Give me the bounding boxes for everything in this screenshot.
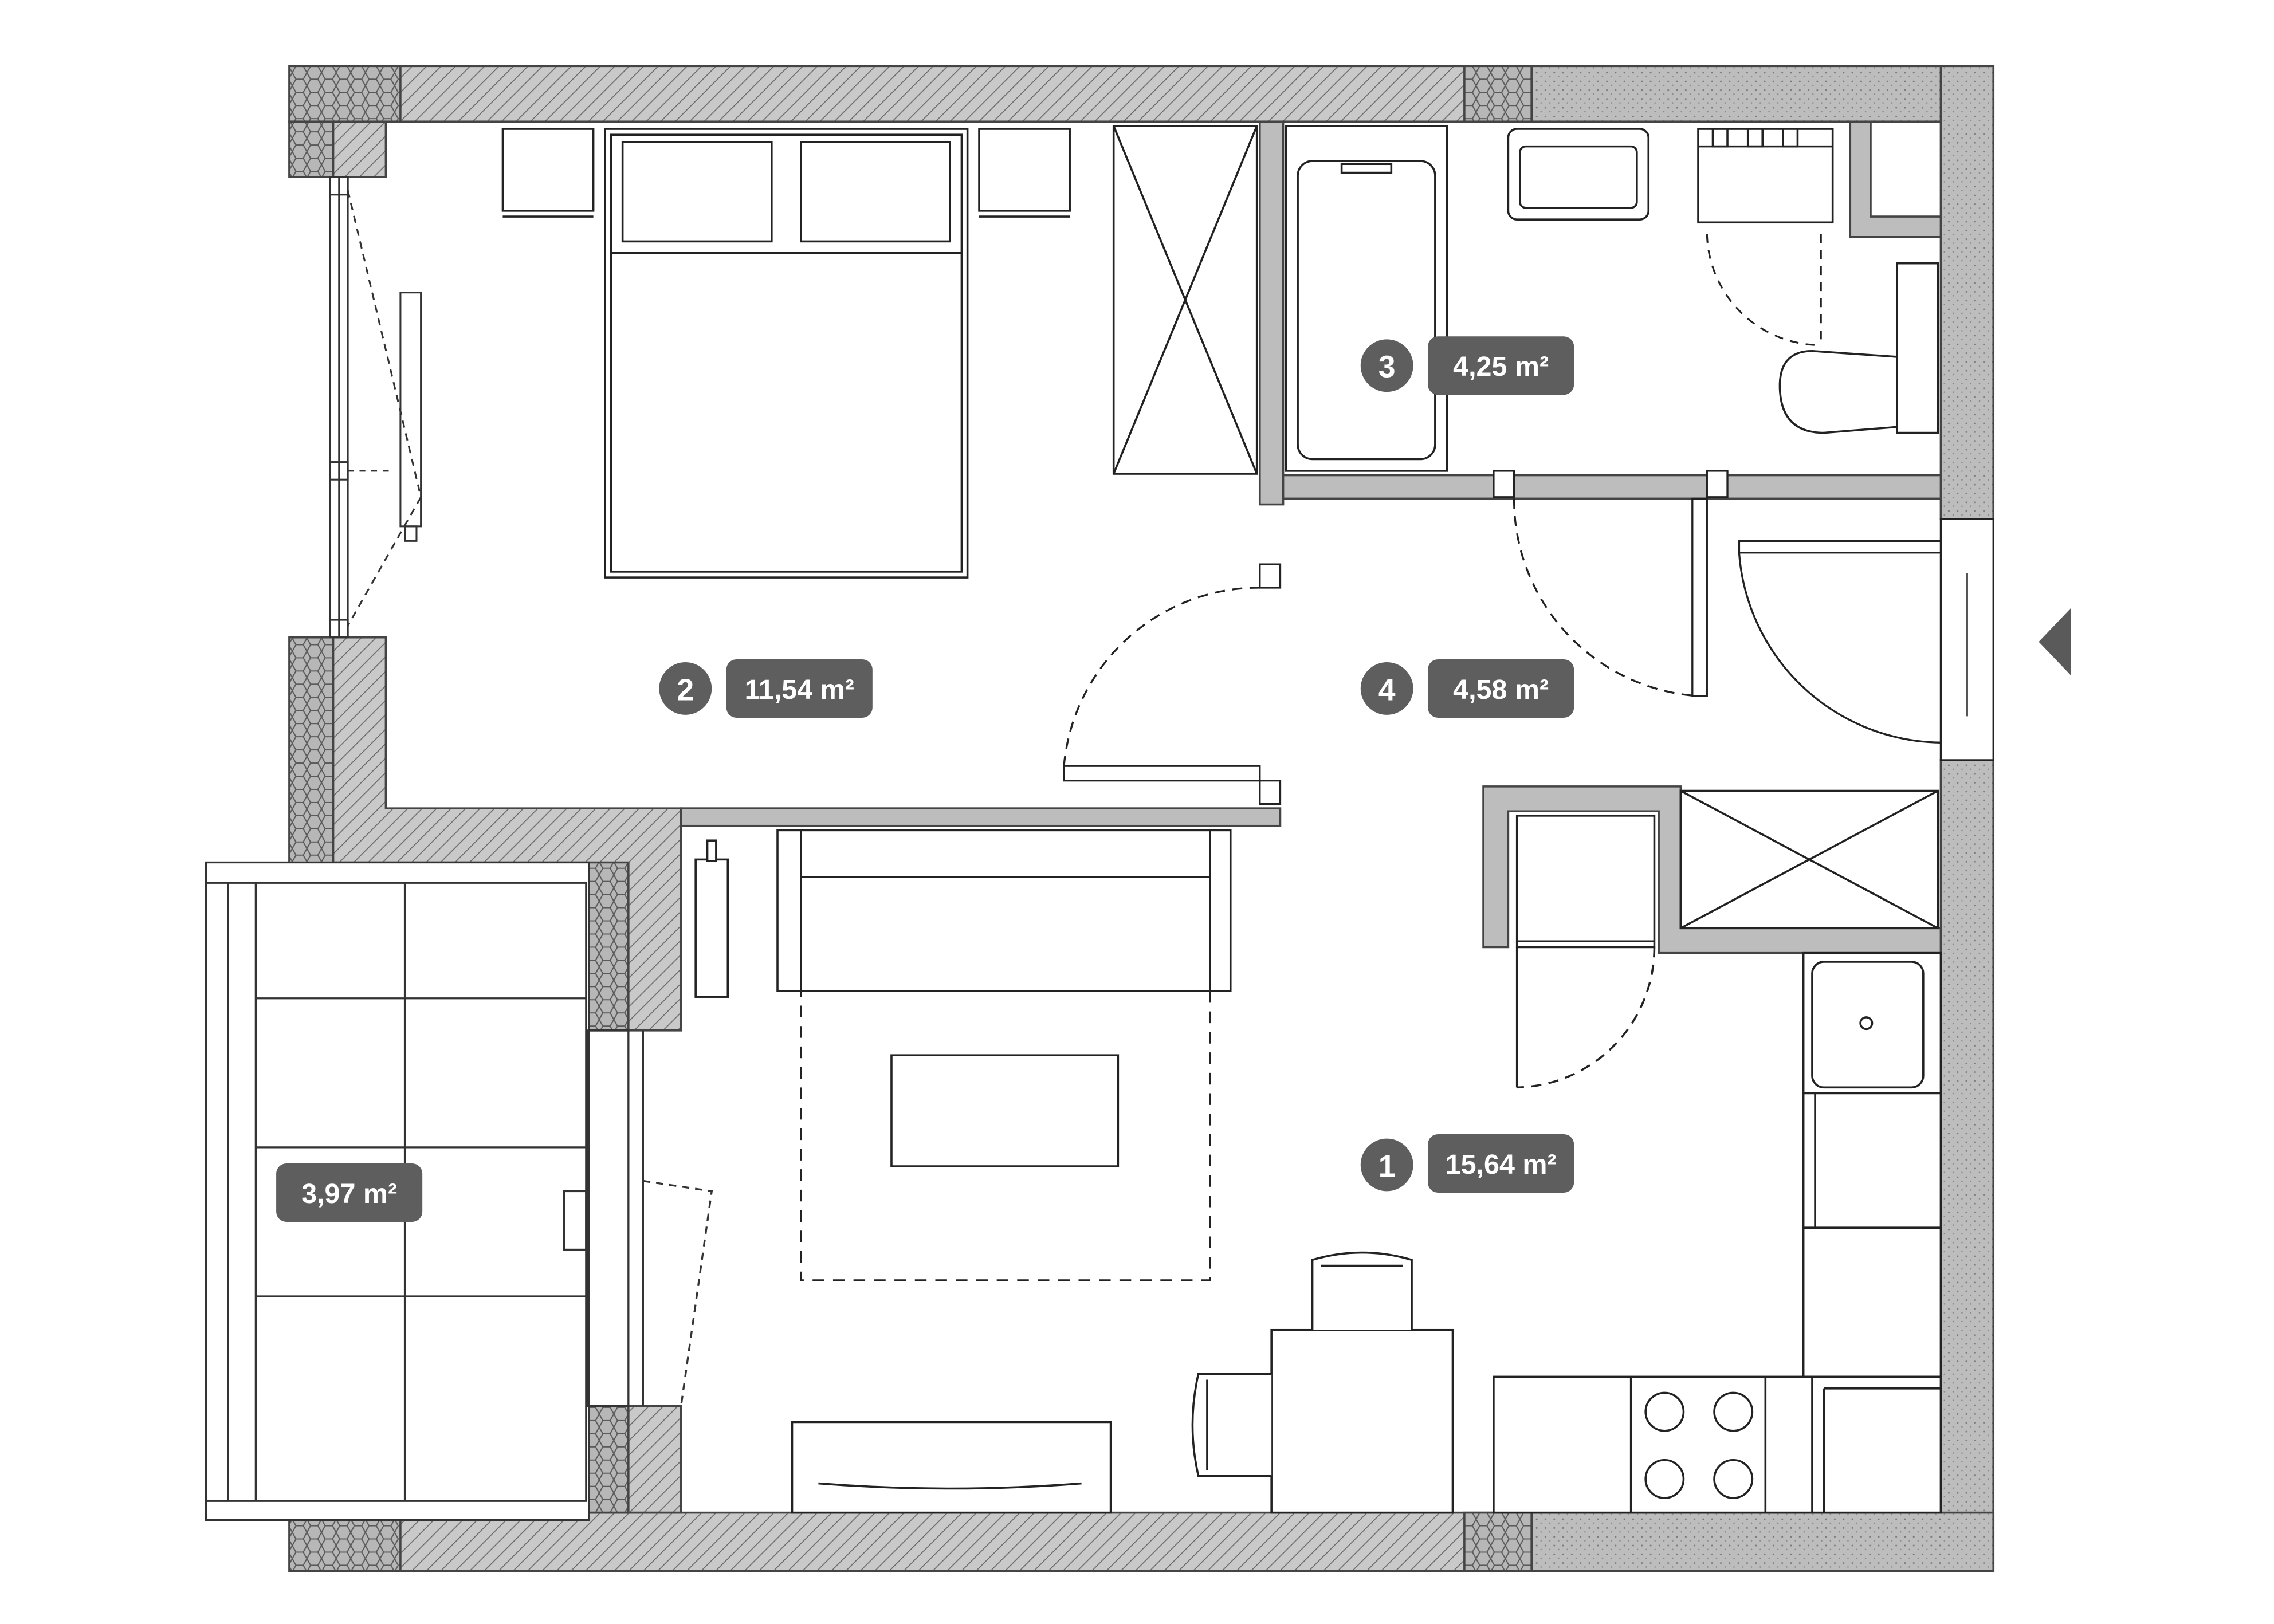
entrance-arrow-icon (2039, 608, 2071, 676)
room-area: 15,64 m² (1446, 1149, 1557, 1180)
entrance-door (1738, 518, 2071, 761)
room-number: 3 (1378, 351, 1396, 384)
bedroom-furniture (501, 125, 1258, 579)
balcony-area: 3,97 m² (301, 1178, 397, 1209)
hall-wardrobe (1515, 789, 1939, 1089)
room-label-1: 1 15,64 m² (1360, 1134, 1574, 1193)
room-label-2: 2 11,54 m² (659, 659, 873, 718)
living-furniture (694, 829, 1232, 1514)
balcony-label: 3,97 m² (276, 1163, 423, 1222)
kitchen-units (1493, 951, 1942, 1514)
room-area: 4,58 m² (1453, 674, 1549, 705)
bathroom-swing (1706, 234, 1822, 347)
bedroom-door (1063, 563, 1282, 805)
bathroom-fixtures (1285, 125, 1939, 472)
room-area: 4,25 m² (1453, 351, 1549, 382)
exterior-walls (288, 65, 1995, 1572)
room-number: 4 (1378, 673, 1396, 707)
room-label-4: 4 4,58 m² (1360, 659, 1574, 718)
room-number: 2 (677, 673, 694, 707)
dining-set (1191, 1251, 1454, 1514)
bedroom-window (329, 176, 422, 639)
room-area: 11,54 m² (745, 674, 854, 705)
room-label-3: 3 4,25 m² (1360, 336, 1574, 395)
bathroom-door (1493, 470, 1729, 697)
room-number: 1 (1378, 1150, 1396, 1183)
